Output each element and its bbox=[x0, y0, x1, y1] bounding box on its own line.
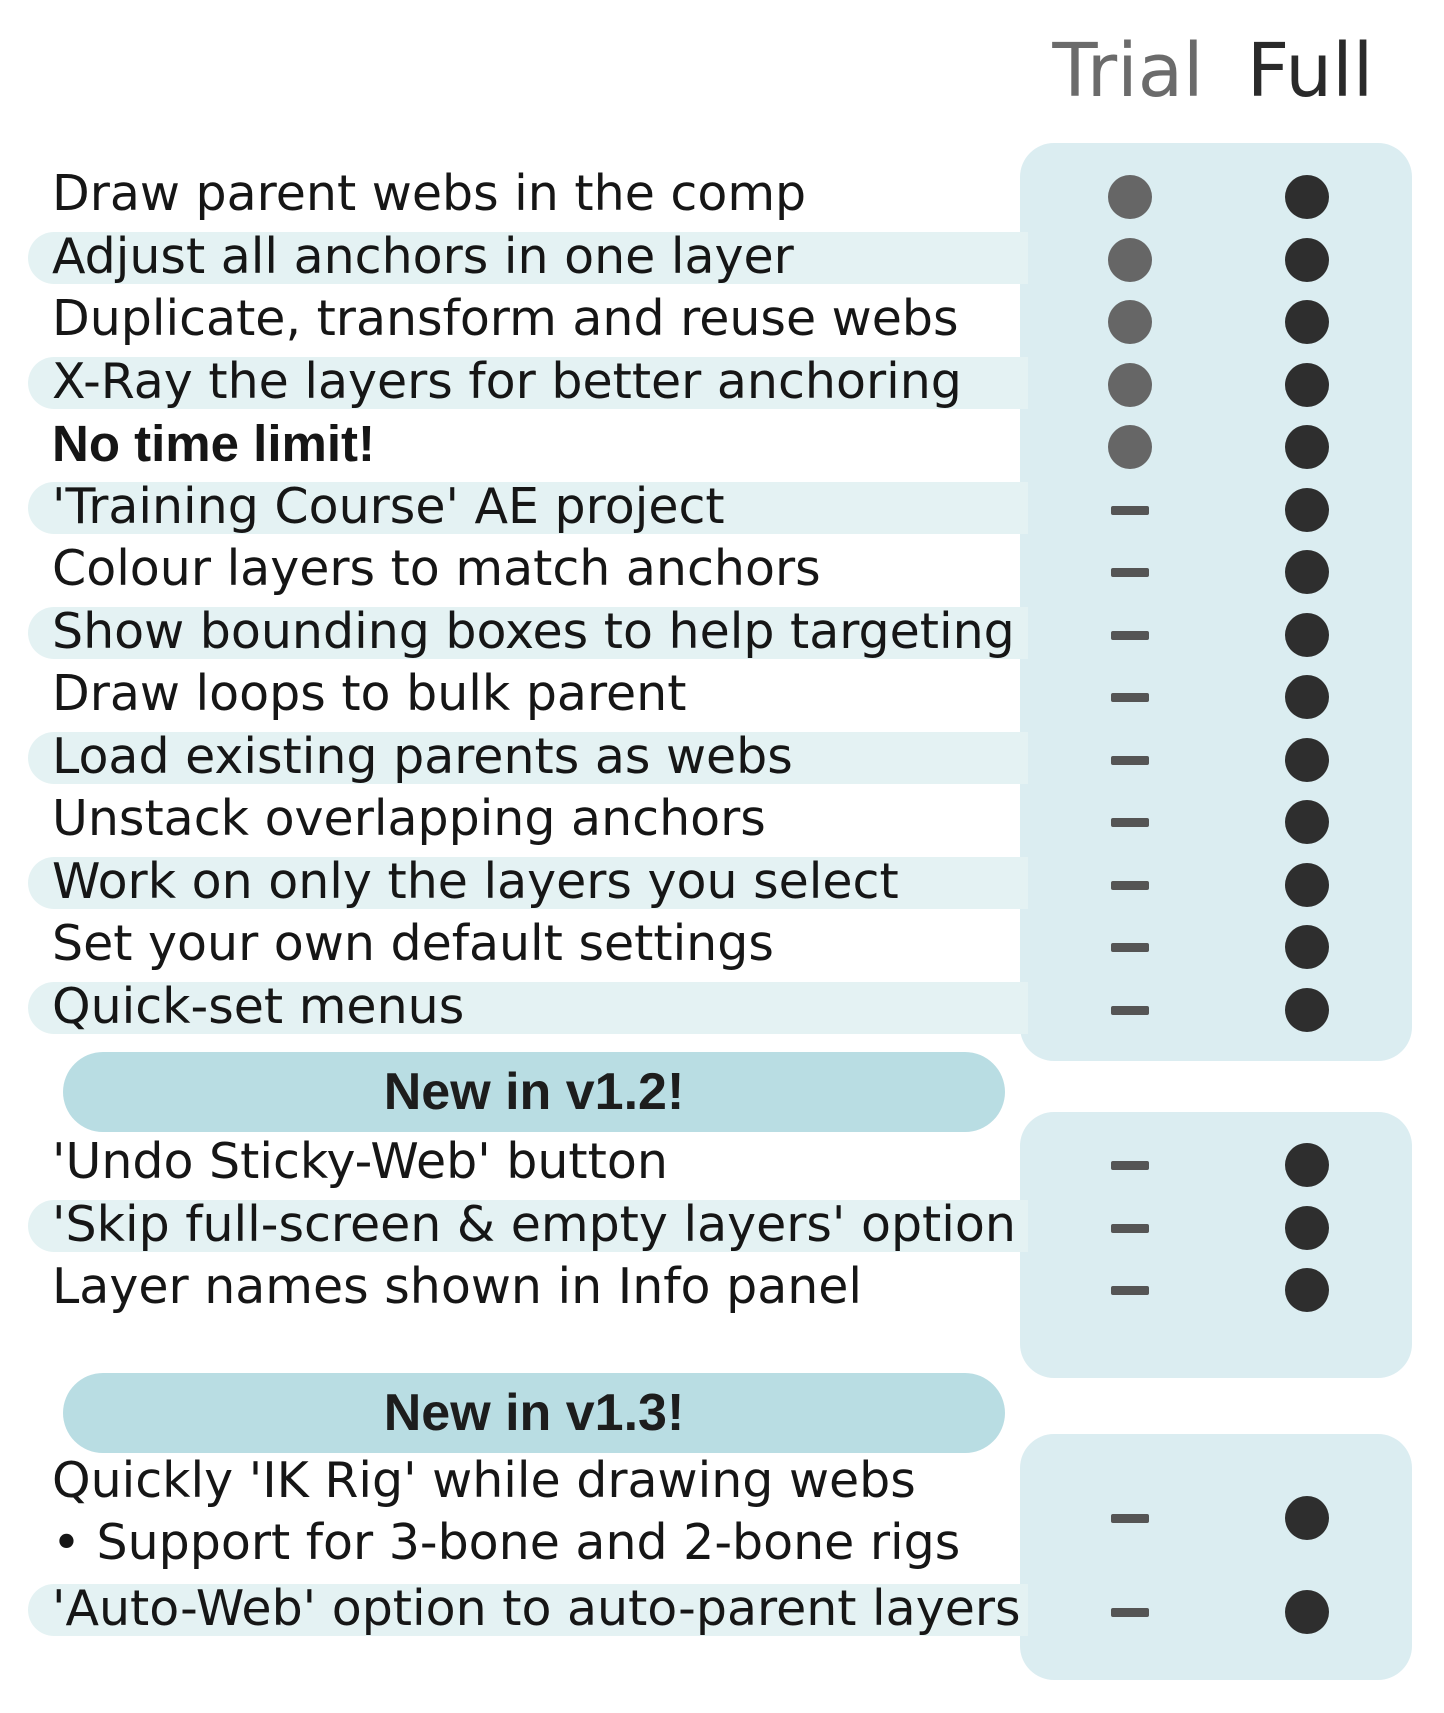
feature-row: Duplicate, transform and reuse webs bbox=[0, 288, 1444, 350]
feature-row: No time limit! bbox=[0, 413, 1444, 475]
main-features-panel bbox=[1020, 143, 1412, 1061]
full-included-dot-icon bbox=[1285, 237, 1329, 282]
full-included-dot-icon bbox=[1285, 1143, 1329, 1187]
full-included-dot-icon bbox=[1285, 737, 1329, 782]
row-stripe bbox=[28, 981, 1028, 1034]
feature-label: Draw loops to bulk parent bbox=[52, 665, 687, 722]
full-included-dot-icon bbox=[1285, 425, 1329, 469]
trial-included-dot-icon bbox=[1108, 300, 1152, 344]
full-included-dot-icon bbox=[1285, 175, 1329, 219]
full-included-dot-icon bbox=[1285, 362, 1329, 407]
feature-label: Draw parent webs in the comp bbox=[52, 165, 807, 222]
trial-not-included-dash-icon bbox=[1111, 693, 1149, 702]
trial-not-included-dash-icon bbox=[1111, 630, 1149, 640]
feature-row: 'Undo Sticky-Web' button bbox=[0, 1131, 1444, 1193]
v13-features-panel bbox=[1020, 1434, 1412, 1680]
trial-not-included-dash-icon bbox=[1111, 1161, 1149, 1170]
trial-not-included-dash-icon bbox=[1111, 943, 1149, 952]
v12-section-title: New in v1.2! bbox=[63, 1052, 1005, 1132]
feature-row: 'Auto-Web' option to auto-parent layers bbox=[0, 1578, 1444, 1640]
v13-section-title: New in v1.3! bbox=[63, 1373, 1005, 1453]
trial-included-dot-icon bbox=[1108, 425, 1152, 469]
feature-label: 'Undo Sticky-Web' button bbox=[52, 1133, 668, 1190]
feature-row: Colour layers to match anchors bbox=[0, 538, 1444, 600]
feature-label: Set your own default settings bbox=[52, 915, 774, 972]
trial-not-included-dash-icon bbox=[1111, 568, 1149, 577]
trial-included-dot-icon bbox=[1108, 237, 1152, 282]
full-included-dot-icon bbox=[1285, 487, 1329, 532]
feature-label: Adjust all anchors in one layer bbox=[52, 227, 794, 285]
feature-label: Layer names shown in Info panel bbox=[52, 1258, 863, 1315]
feature-row: Draw loops to bulk parent bbox=[0, 663, 1444, 725]
full-included-dot-icon bbox=[1285, 612, 1329, 657]
feature-label: 'Training Course' AE project bbox=[52, 477, 725, 535]
feature-label: Unstack overlapping anchors bbox=[52, 790, 766, 847]
trial-not-included-dash-icon bbox=[1111, 505, 1149, 515]
feature-label: No time limit! bbox=[52, 415, 376, 472]
feature-row: Draw parent webs in the comp bbox=[0, 163, 1444, 225]
full-included-dot-icon bbox=[1285, 987, 1329, 1032]
row-stripe bbox=[28, 731, 1028, 784]
feature-label: X-Ray the layers for better anchoring bbox=[52, 352, 962, 410]
feature-row: 'Skip full-screen & empty layers' option bbox=[0, 1194, 1444, 1256]
feature-row: Layer names shown in Info panel bbox=[0, 1256, 1444, 1318]
row-stripe bbox=[28, 606, 1028, 659]
feature-row: Quickly 'IK Rig' while drawing webs• Sup… bbox=[0, 1450, 1444, 1574]
feature-label: Show bounding boxes to help targeting bbox=[52, 602, 1015, 660]
feature-row: Unstack overlapping anchors bbox=[0, 788, 1444, 850]
row-stripe bbox=[28, 1199, 1028, 1252]
trial-column-header: Trial bbox=[1052, 28, 1204, 114]
full-included-dot-icon bbox=[1285, 1205, 1329, 1250]
trial-not-included-dash-icon bbox=[1111, 818, 1149, 827]
feature-label: Load existing parents as webs bbox=[52, 727, 793, 785]
trial-not-included-dash-icon bbox=[1111, 1223, 1149, 1233]
row-stripe bbox=[28, 356, 1028, 409]
full-included-dot-icon bbox=[1285, 300, 1329, 344]
trial-included-dot-icon bbox=[1108, 362, 1152, 407]
full-included-dot-icon bbox=[1285, 1496, 1329, 1540]
row-stripe bbox=[28, 856, 1028, 909]
row-stripe bbox=[28, 481, 1028, 534]
feature-label: Duplicate, transform and reuse webs bbox=[52, 290, 959, 347]
v12-features-panel bbox=[1020, 1112, 1412, 1378]
trial-not-included-dash-icon bbox=[1111, 1005, 1149, 1015]
full-included-dot-icon bbox=[1285, 1268, 1329, 1312]
full-included-dot-icon bbox=[1285, 550, 1329, 594]
feature-sublabel: • Support for 3-bone and 2-bone rigs bbox=[52, 1514, 961, 1571]
feature-label: 'Auto-Web' option to auto-parent layers bbox=[52, 1580, 1021, 1637]
feature-row: Adjust all anchors in one layer bbox=[0, 226, 1444, 288]
feature-label: Quickly 'IK Rig' while drawing webs bbox=[52, 1452, 916, 1509]
trial-included-dot-icon bbox=[1108, 175, 1152, 219]
feature-label: Quick-set menus bbox=[52, 977, 465, 1035]
trial-not-included-dash-icon bbox=[1111, 1608, 1149, 1617]
feature-row: X-Ray the layers for better anchoring bbox=[0, 351, 1444, 413]
feature-row: Quick-set menus bbox=[0, 976, 1444, 1038]
full-included-dot-icon bbox=[1285, 1590, 1329, 1634]
full-column-header: Full bbox=[1246, 28, 1374, 114]
feature-row: 'Training Course' AE project bbox=[0, 476, 1444, 538]
feature-row: Work on only the layers you select bbox=[0, 851, 1444, 913]
feature-row: Load existing parents as webs bbox=[0, 726, 1444, 788]
row-stripe bbox=[28, 1584, 1028, 1636]
feature-label: Work on only the layers you select bbox=[52, 852, 899, 910]
full-included-dot-icon bbox=[1285, 862, 1329, 907]
full-included-dot-icon bbox=[1285, 675, 1329, 719]
feature-row: Set your own default settings bbox=[0, 913, 1444, 975]
feature-label: Colour layers to match anchors bbox=[52, 540, 821, 597]
feature-label: 'Skip full-screen & empty layers' option bbox=[52, 1195, 1016, 1253]
full-included-dot-icon bbox=[1285, 925, 1329, 969]
trial-not-included-dash-icon bbox=[1111, 1514, 1149, 1523]
feature-row: Show bounding boxes to help targeting bbox=[0, 601, 1444, 663]
trial-not-included-dash-icon bbox=[1111, 880, 1149, 890]
trial-not-included-dash-icon bbox=[1111, 755, 1149, 765]
row-stripe bbox=[28, 231, 1028, 284]
full-included-dot-icon bbox=[1285, 800, 1329, 844]
trial-not-included-dash-icon bbox=[1111, 1286, 1149, 1295]
